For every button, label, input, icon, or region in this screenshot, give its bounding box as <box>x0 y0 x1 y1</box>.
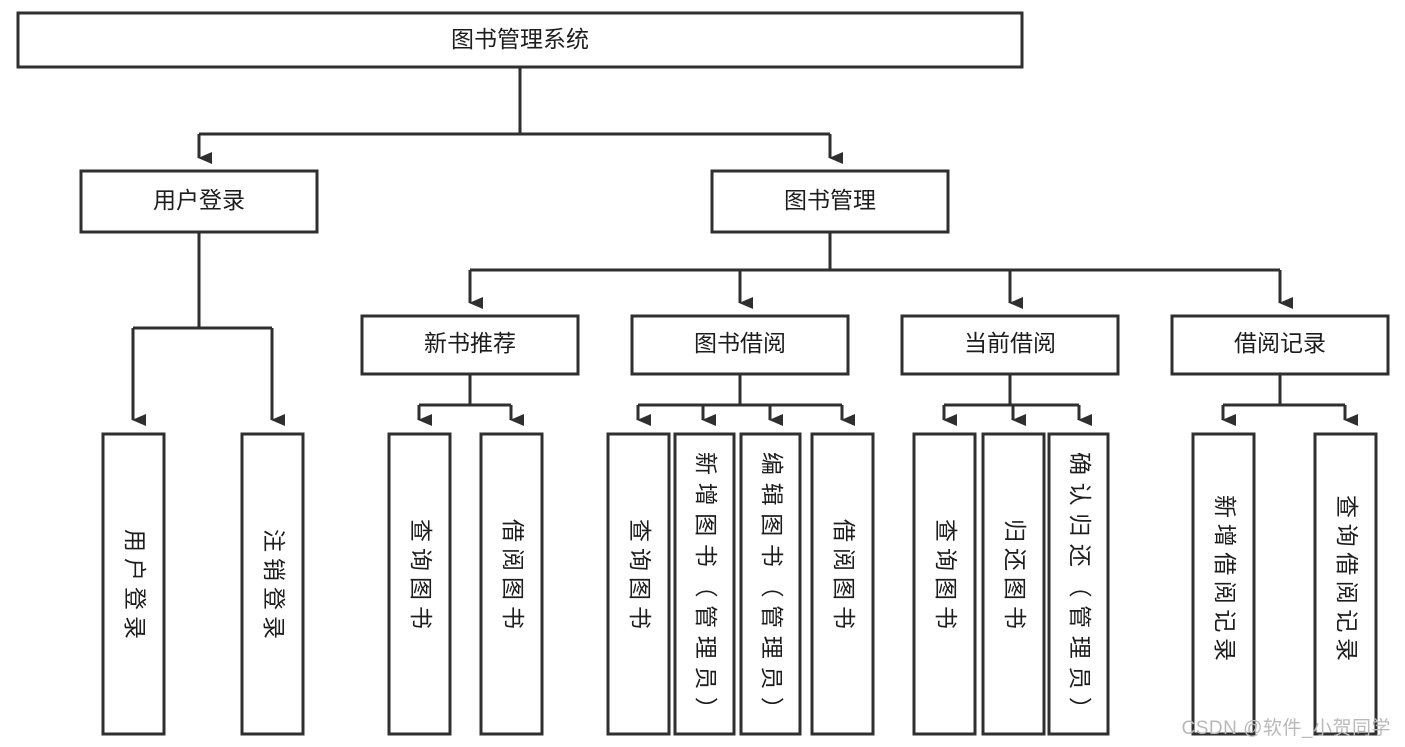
node-leaf-borrow-book-2-box[interactable] <box>810 432 875 736</box>
node-leaf-query-book-1-box[interactable] <box>387 432 452 736</box>
node-leaf-edit-book-label: 编辑图书（管理员） <box>759 452 785 720</box>
node-leaf-confirm-return-box[interactable] <box>1047 432 1110 736</box>
node-root-box[interactable] <box>16 11 1024 69</box>
node-leaf-query-record-box[interactable] <box>1313 432 1378 736</box>
node-leaf-confirm-return[interactable]: 确认归还（管理员） <box>1047 432 1110 736</box>
node-borrow-record[interactable]: 借阅记录 <box>1170 314 1390 376</box>
node-leaf-add-record-box[interactable] <box>1191 432 1256 736</box>
node-leaf-add-record[interactable]: 新增借阅记录 <box>1191 432 1256 736</box>
node-root[interactable]: 图书管理系统 <box>16 11 1024 69</box>
node-book-borrow[interactable]: 图书借阅 <box>630 314 850 376</box>
node-leaf-borrow-book-1-box[interactable] <box>479 432 544 736</box>
node-current-borrow[interactable]: 当前借阅 <box>900 314 1120 376</box>
node-leaf-query-book-2[interactable]: 查询图书 <box>606 432 671 736</box>
connectors <box>131 67 1358 426</box>
csdn-watermark: CSDN @软件_小贺同学 <box>1181 718 1391 739</box>
node-leaf-borrow-book-1[interactable]: 借阅图书 <box>479 432 544 736</box>
node-leaf-query-book-3-box[interactable] <box>912 432 977 736</box>
node-leaf-user-login[interactable]: 用户登录 <box>101 432 166 736</box>
node-leaf-query-book-3[interactable]: 查询图书 <box>912 432 977 736</box>
node-leaf-borrow-book-2[interactable]: 借阅图书 <box>810 432 875 736</box>
node-new-book-recommend-label: 新书推荐 <box>424 330 516 356</box>
node-user-login-box[interactable] <box>79 169 319 234</box>
node-leaf-query-book-1[interactable]: 查询图书 <box>387 432 452 736</box>
node-book-management-box[interactable] <box>710 169 950 234</box>
node-new-book-recommend[interactable]: 新书推荐 <box>360 314 580 376</box>
node-current-borrow-box[interactable] <box>900 314 1120 376</box>
node-leaf-add-book-box[interactable] <box>673 432 736 736</box>
node-borrow-record-label: 借阅记录 <box>1234 330 1326 356</box>
node-leaf-query-record[interactable]: 查询借阅记录 <box>1313 432 1378 736</box>
node-leaf-confirm-return-label: 确认归还（管理员） <box>1067 452 1093 720</box>
node-new-book-recommend-box[interactable] <box>360 314 580 376</box>
node-leaf-edit-book-box[interactable] <box>739 432 802 736</box>
node-user-login[interactable]: 用户登录 <box>79 169 319 234</box>
node-root-label: 图书管理系统 <box>451 26 589 52</box>
node-user-login-label: 用户登录 <box>153 187 245 213</box>
node-book-borrow-box[interactable] <box>630 314 850 376</box>
node-leaf-return-book[interactable]: 归还图书 <box>981 432 1046 736</box>
node-leaf-logout-login[interactable]: 注销登录 <box>240 432 305 736</box>
node-leaf-user-login-box[interactable] <box>101 432 166 736</box>
node-leaf-query-book-2-box[interactable] <box>606 432 671 736</box>
node-leaf-add-book-label: 新增图书（管理员） <box>693 452 719 720</box>
node-leaf-logout-login-box[interactable] <box>240 432 305 736</box>
node-leaf-add-book[interactable]: 新增图书（管理员） <box>673 432 736 736</box>
node-book-borrow-label: 图书借阅 <box>694 330 786 356</box>
node-leaf-return-book-box[interactable] <box>981 432 1046 736</box>
node-book-management[interactable]: 图书管理 <box>710 169 950 234</box>
node-leaf-edit-book[interactable]: 编辑图书（管理员） <box>739 432 802 736</box>
node-current-borrow-label: 当前借阅 <box>964 330 1056 356</box>
node-borrow-record-box[interactable] <box>1170 314 1390 376</box>
node-book-management-label: 图书管理 <box>784 187 876 213</box>
